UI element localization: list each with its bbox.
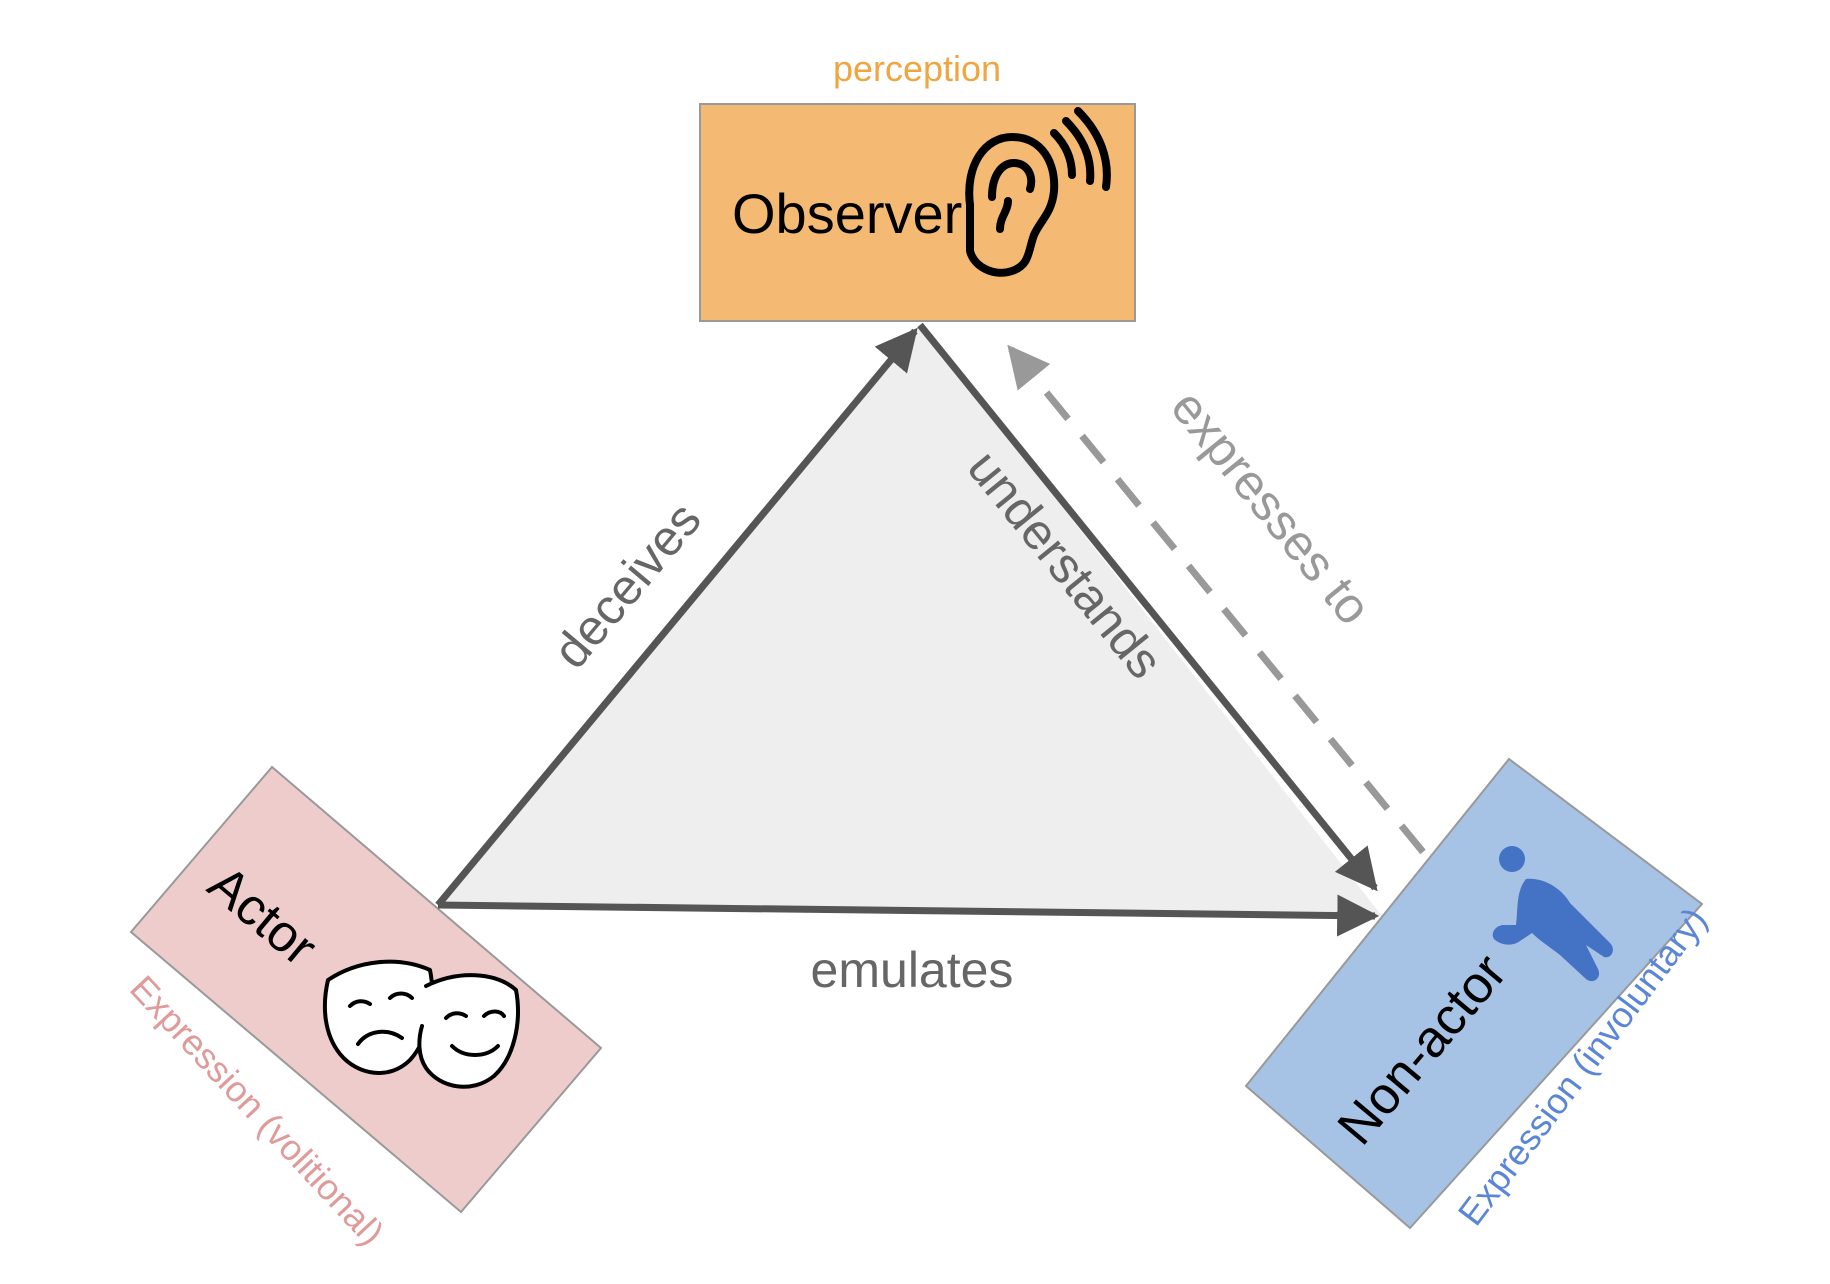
bowing-person-icon	[1492, 846, 1613, 982]
understands-arrow	[917, 322, 1378, 892]
observer-node: Observer perception	[699, 48, 1136, 322]
non-actor-node: Non-actor Expression (involuntary)	[1244, 757, 1715, 1233]
deceives-arrow	[435, 327, 918, 908]
theater-masks-icon	[322, 959, 520, 1089]
observer-label: Observer	[732, 182, 962, 245]
actor-node: Actor Expression (volitional)	[122, 765, 603, 1253]
emulates-label: emulates	[811, 942, 1014, 998]
expresses-to-label: expresses to	[1160, 380, 1382, 636]
non-actor-box	[1244, 757, 1704, 1230]
emulates-arrow	[437, 894, 1380, 937]
relation-triangle	[438, 325, 1382, 916]
observer-caption: perception	[833, 48, 1001, 89]
ear-icon	[965, 107, 1111, 277]
